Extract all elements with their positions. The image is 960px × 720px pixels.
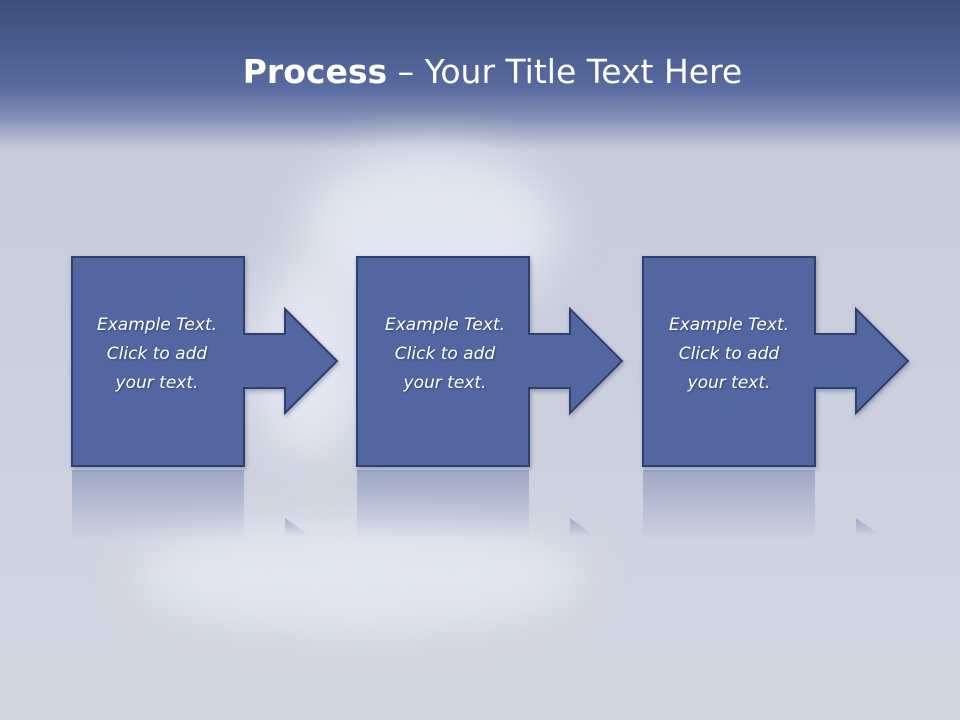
step-1-reflection: [72, 470, 310, 540]
step-3-line-2: Click to add: [678, 344, 780, 364]
step-2-text[interactable]: Example Text. Click to add your text.: [358, 311, 532, 398]
slide-title[interactable]: Process – Your Title Text Here: [0, 52, 960, 91]
step-2-line-1: Example Text.: [384, 315, 506, 335]
step-3-line-3: your text.: [687, 373, 771, 393]
step-1-text[interactable]: Example Text. Click to add your text.: [70, 311, 244, 398]
step-2-shape[interactable]: [356, 256, 624, 467]
step-3-shape[interactable]: [642, 256, 910, 467]
step-2-reflection: [357, 470, 595, 540]
step-1-line-2: Click to add: [106, 344, 208, 364]
title-band: [0, 0, 960, 150]
step-1-shape[interactable]: [71, 256, 339, 467]
step-3-text[interactable]: Example Text. Click to add your text.: [642, 311, 816, 398]
step-3-line-1: Example Text.: [668, 315, 790, 335]
step-2-line-3: your text.: [403, 373, 487, 393]
step-1-line-1: Example Text.: [96, 315, 218, 335]
title-rest: – Your Title Text Here: [387, 52, 743, 91]
step-1-line-3: your text.: [115, 373, 199, 393]
title-bold: Process: [242, 52, 388, 91]
step-2-line-2: Click to add: [394, 344, 496, 364]
step-3-reflection: [643, 470, 881, 540]
